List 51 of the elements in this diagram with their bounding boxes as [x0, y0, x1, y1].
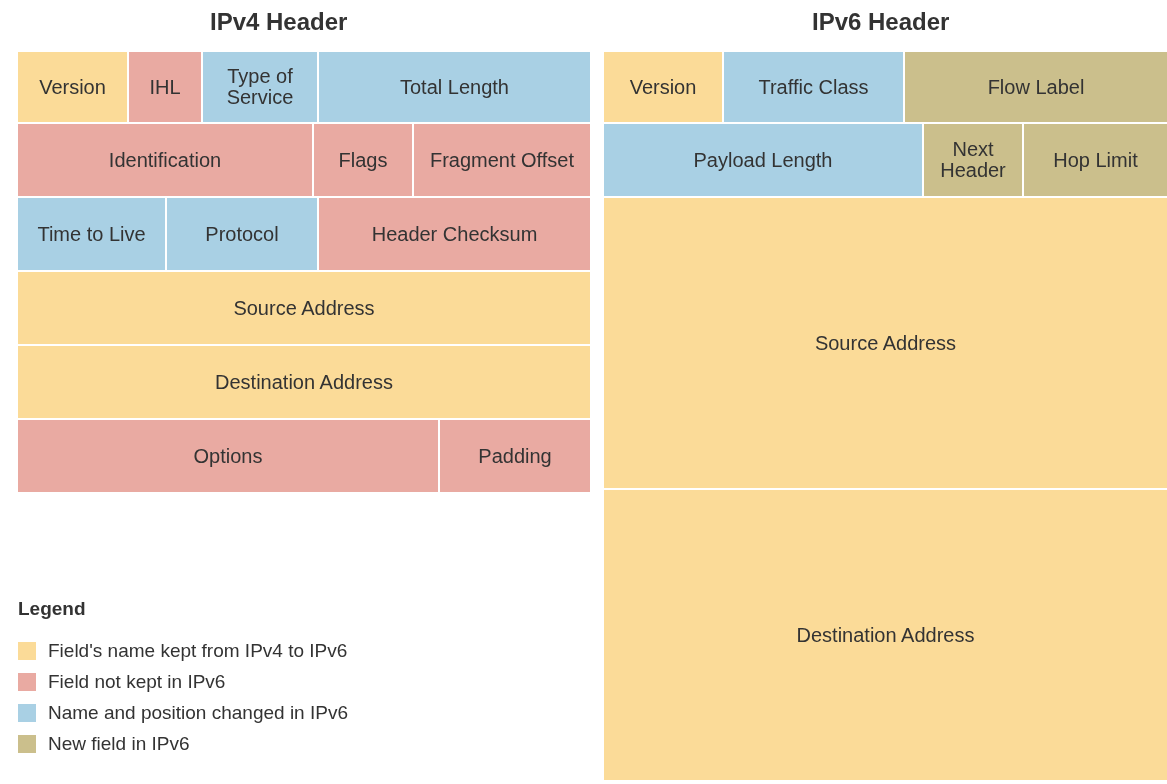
header-field: [18, 124, 312, 196]
legend-text: Field's name kept from IPv4 to IPv6: [48, 640, 348, 662]
field-name: Payload Length: [693, 149, 833, 171]
field-name: Time to Live: [37, 223, 146, 245]
field-name: Hop Limit: [1053, 149, 1138, 171]
header-field: [604, 52, 722, 122]
header-field: [203, 52, 317, 122]
header-field: [724, 52, 903, 122]
section-heading: IPv4 Header: [210, 8, 348, 36]
header-field: [314, 124, 412, 196]
header-field: [604, 124, 922, 196]
header-field: [414, 124, 590, 196]
header-field: [319, 52, 590, 122]
field-name: IHL: [149, 76, 181, 98]
field-name: Next Header: [939, 139, 1007, 181]
header-field: [18, 420, 438, 492]
header-field: [905, 52, 1167, 122]
legend-text: Field not kept in IPv6: [48, 671, 226, 693]
header-field: [18, 52, 127, 122]
header-field: [18, 346, 590, 418]
legend-text: Name and position changed in IPv6: [48, 702, 348, 724]
field-name: Version: [39, 76, 106, 98]
field-name: Protocol: [205, 223, 279, 245]
field-name: Flow Label: [987, 76, 1085, 98]
header-field: [924, 124, 1022, 196]
field-name: Traffic Class: [758, 76, 869, 98]
header-field: [604, 198, 1167, 488]
field-name: Fragment Offset: [429, 149, 575, 171]
legend-text: New field in IPv6: [48, 733, 190, 755]
field-name: Destination Address: [215, 371, 393, 393]
header-field: [319, 198, 590, 270]
section-heading: IPv6 Header: [812, 8, 950, 36]
field-name: Source Address: [814, 332, 957, 354]
field-name: Padding: [478, 445, 552, 467]
legend-title: Legend: [18, 598, 86, 620]
field-name: Header Checksum: [371, 223, 538, 245]
header-field: [18, 272, 590, 344]
field-name: Destination Address: [796, 624, 975, 646]
header-field: [604, 490, 1167, 780]
field-name: Source Address: [233, 297, 375, 319]
field-name: Version: [629, 76, 697, 98]
field-name: Flags: [338, 149, 388, 171]
header-field: [18, 198, 165, 270]
field-name: Type of Service: [225, 66, 295, 108]
header-field: [167, 198, 317, 270]
header-field: [440, 420, 590, 492]
header-field: [1024, 124, 1167, 196]
field-name: Options: [193, 445, 263, 467]
field-name: Identification: [108, 149, 222, 171]
field-name: Total Length: [400, 76, 509, 98]
header-field: [129, 52, 201, 122]
